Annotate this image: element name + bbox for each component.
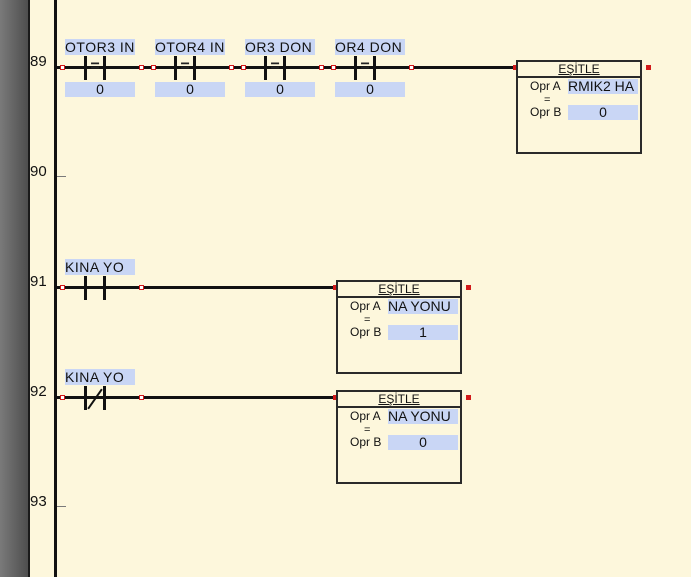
- contact-right-bar: [283, 56, 286, 80]
- block-title: EŞİTLE: [338, 282, 460, 298]
- contact-right-bar: [373, 56, 376, 80]
- connection-point: [241, 65, 246, 70]
- rung-92-wire: [57, 396, 336, 399]
- equal-sign: =: [364, 424, 371, 436]
- opr-a-value[interactable]: RMIK2 HA: [568, 79, 638, 94]
- normally-closed-contact[interactable]: [64, 386, 126, 410]
- opr-a-label: Opr A: [350, 409, 381, 423]
- connection-point: [139, 285, 144, 290]
- connection-point: [139, 395, 144, 400]
- contact-3-variable[interactable]: OR3 DON: [245, 39, 315, 55]
- connection-point: [409, 65, 414, 70]
- opr-b-value[interactable]: 0: [388, 435, 458, 450]
- rung-number-90[interactable]: 90: [30, 163, 47, 180]
- equal-operator: =: [360, 58, 370, 75]
- rung-number-91[interactable]: 91: [30, 273, 47, 290]
- equal-operator: =: [270, 58, 280, 75]
- opr-a-label: Opr A: [350, 299, 381, 313]
- connection-point: [466, 285, 471, 290]
- opr-a-value[interactable]: NA YONU: [388, 409, 458, 424]
- contact-1-value[interactable]: 0: [65, 82, 135, 97]
- opr-a-row: Opr A NA YONU: [338, 408, 460, 424]
- contact-variable[interactable]: KINA YO: [65, 369, 135, 385]
- contact-left-bar: [84, 386, 87, 410]
- opr-b-label: Opr B: [530, 105, 562, 119]
- contact-right-bar: [103, 56, 106, 80]
- rung-number-89[interactable]: 89: [30, 53, 47, 70]
- eq-row: =: [338, 424, 460, 436]
- rung-tick-93: [57, 506, 66, 507]
- compare-equal-block-89[interactable]: EŞİTLE Opr A RMIK2 HA = Opr B 0: [516, 60, 642, 154]
- connection-point: [229, 65, 234, 70]
- opr-a-row: Opr A RMIK2 HA: [518, 78, 640, 94]
- equal-operator: =: [90, 58, 100, 75]
- left-power-rail: [54, 0, 57, 577]
- left-gutter: [0, 0, 28, 577]
- gutter-border: [28, 0, 30, 577]
- connection-point: [319, 65, 324, 70]
- opr-b-label: Opr B: [350, 325, 382, 339]
- rung-91-wire: [57, 286, 336, 289]
- equal-sign: =: [544, 94, 551, 106]
- equal-operator: =: [180, 58, 190, 75]
- connection-point: [331, 65, 336, 70]
- block-title: EŞİTLE: [338, 392, 460, 408]
- equal-sign: =: [364, 314, 371, 326]
- opr-a-row: Opr A NA YONU: [338, 298, 460, 314]
- opr-a-label: Opr A: [530, 79, 561, 93]
- contact-left-bar: [84, 56, 87, 80]
- block-title: EŞİTLE: [518, 62, 640, 78]
- contact-right-bar: [103, 276, 106, 300]
- contact-right-bar: [103, 386, 106, 410]
- contact-left-bar: [174, 56, 177, 80]
- opr-b-label: Opr B: [350, 435, 382, 449]
- contact-1-variable[interactable]: OTOR3 IN: [65, 39, 135, 55]
- connection-point: [646, 65, 651, 70]
- opr-b-row: Opr B 0: [518, 104, 640, 120]
- compare-contact-1[interactable]: =: [64, 56, 126, 80]
- rung-tick-90: [57, 176, 66, 177]
- rung-89-wire: [57, 66, 515, 69]
- contact-left-bar: [354, 56, 357, 80]
- contact-4-variable[interactable]: OR4 DON: [335, 39, 405, 55]
- contact-left-bar: [84, 276, 87, 300]
- compare-contact-2[interactable]: =: [154, 56, 216, 80]
- compare-contact-4[interactable]: =: [334, 56, 396, 80]
- contact-2-variable[interactable]: OTOR4 IN: [155, 39, 225, 55]
- opr-b-value[interactable]: 0: [568, 105, 638, 120]
- rung-number-92[interactable]: 92: [30, 383, 47, 400]
- contact-variable[interactable]: KINA YO: [65, 259, 135, 275]
- connection-point: [60, 65, 65, 70]
- opr-b-row: Opr B 1: [338, 324, 460, 340]
- contact-2-value[interactable]: 0: [155, 82, 225, 97]
- contact-right-bar: [193, 56, 196, 80]
- contact-left-bar: [264, 56, 267, 80]
- opr-b-value[interactable]: 1: [388, 325, 458, 340]
- normally-open-contact[interactable]: [64, 276, 126, 300]
- connection-point: [60, 285, 65, 290]
- compare-equal-block-92[interactable]: EŞİTLE Opr A NA YONU = Opr B 0: [336, 390, 462, 484]
- contact-3-value[interactable]: 0: [245, 82, 315, 97]
- opr-a-value[interactable]: NA YONU: [388, 299, 458, 314]
- eq-row: =: [338, 314, 460, 326]
- negation-slash: [87, 388, 103, 410]
- connection-point: [466, 395, 471, 400]
- compare-contact-3[interactable]: =: [244, 56, 306, 80]
- connection-point: [151, 65, 156, 70]
- rung-number-93[interactable]: 93: [30, 493, 47, 510]
- eq-row: =: [518, 94, 640, 106]
- compare-equal-block-91[interactable]: EŞİTLE Opr A NA YONU = Opr B 1: [336, 280, 462, 374]
- contact-4-value[interactable]: 0: [335, 82, 405, 97]
- connection-point: [60, 395, 65, 400]
- connection-point: [139, 65, 144, 70]
- opr-b-row: Opr B 0: [338, 434, 460, 450]
